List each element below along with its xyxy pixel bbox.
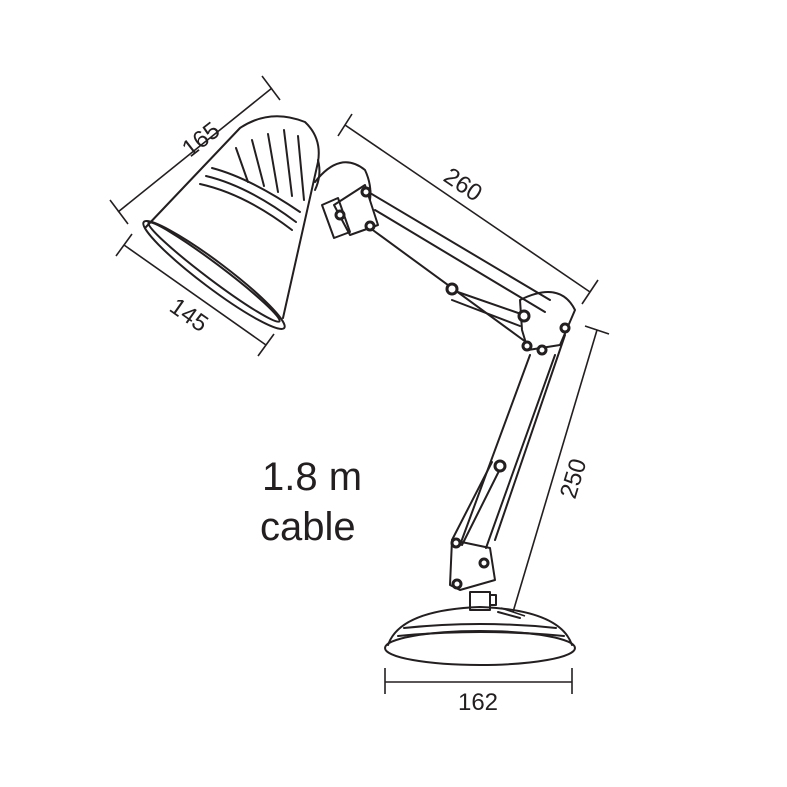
lower-spring (451, 461, 503, 546)
cable-label-text: cable (260, 505, 356, 549)
dimension-label-165: 165 (177, 117, 225, 163)
dimension-250: 250 (500, 325, 610, 617)
lower-arm (449, 334, 566, 611)
cable-length-text: 1.8 m (262, 455, 362, 499)
dimension-label-250: 250 (555, 456, 593, 502)
dimension-label-162: 162 (458, 689, 498, 716)
upper-arm (321, 184, 576, 356)
lamp-base (384, 606, 576, 666)
dimension-label-145: 145 (165, 293, 213, 338)
lamp-shade (142, 115, 321, 330)
dimension-label-260: 260 (439, 163, 487, 208)
dimension-162: 162 (384, 668, 573, 716)
dimension-145: 145 (115, 233, 275, 357)
upper-spring (451, 289, 525, 327)
dimension-260: 260 (337, 113, 599, 305)
